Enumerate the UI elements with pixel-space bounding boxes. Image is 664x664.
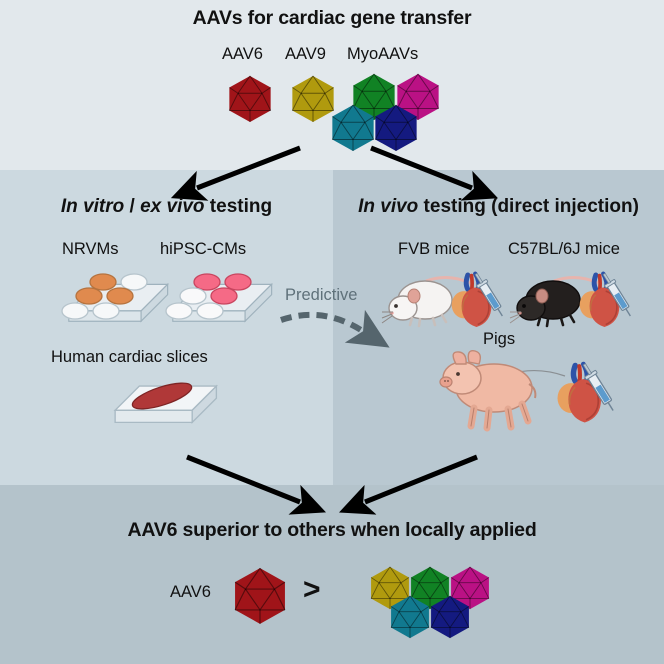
greater-than-symbol: > (303, 573, 321, 606)
label-nrvms: NRVMs (62, 240, 119, 258)
label-fvb-mice: FVB mice (398, 240, 470, 258)
label-c57bl6j-mice: C57BL/6J mice (508, 240, 620, 258)
heading-invivo-italic: In vivo (358, 196, 419, 217)
heading-invivo: In vivo testing (direct injection) (333, 196, 664, 218)
figure-title: AAVs for cardiac gene transfer (192, 7, 472, 29)
label-myoaavs: MyoAAVs (347, 45, 419, 63)
band-middle-left-invitro (0, 170, 333, 485)
label-aav6-top: AAV6 (222, 45, 263, 63)
label-hipsc-cms: hiPSC-CMs (160, 240, 247, 258)
heading-exvivo-italic: ex vivo (140, 196, 205, 217)
label-pigs: Pigs (483, 330, 516, 348)
label-aav6-bottom: AAV6 (170, 583, 211, 601)
label-human-cardiac-slices: Human cardiac slices (51, 348, 208, 366)
label-predictive: Predictive (285, 286, 358, 304)
heading-separator: / (124, 196, 141, 217)
label-aav9-top: AAV9 (285, 45, 326, 63)
band-bottom-conclusion (0, 485, 664, 664)
heading-invitro-rest: testing (204, 196, 273, 217)
heading-invivo-rest: testing (direct injection) (418, 196, 639, 217)
heading-invitro-exvivo: In vitro / ex vivo testing (0, 196, 333, 218)
heading-invitro-italic: In vitro (60, 196, 125, 217)
conclusion-text: AAV6 superior to others when locally app… (127, 519, 537, 541)
